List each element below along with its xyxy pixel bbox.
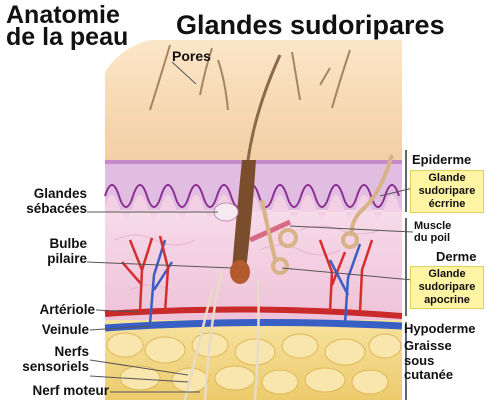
label-motor-nerve: Nerf moteur [32, 383, 109, 398]
diagram-title: Anatomie de la peau [6, 1, 129, 51]
main-hair [246, 54, 282, 161]
label-hypodermis: Hypoderme [404, 321, 476, 336]
title-line-2: de la peau [6, 23, 129, 51]
label-sebaceous-glands: Glandes sébacées [26, 186, 87, 217]
apocrine-duct [260, 199, 278, 263]
label-eccrine-gland: Glande sudoripare écrrine [410, 170, 484, 213]
label-arteriole: Artériole [39, 302, 95, 317]
hair-shafts [149, 44, 351, 111]
skin-surface-area [105, 40, 402, 160]
label-subcutaneous-fat: Graisse sous cutanée [404, 338, 454, 383]
venule-vessel [104, 318, 403, 332]
label-epidermis: Epiderme [412, 152, 472, 167]
label-pores: Pores [172, 48, 211, 64]
label-hair-bulb: Bulbe pilaire [47, 236, 87, 267]
capillary-tree-right [318, 239, 374, 325]
arteriole-vessel [104, 306, 403, 319]
label-venule: Veinule [41, 322, 89, 337]
label-sensory-nerves: Nerfs sensoriels [22, 344, 89, 375]
label-dermis: Derme [436, 249, 477, 264]
diagram-subtitle: Glandes sudoripares [176, 10, 445, 40]
label-apocrine-gland: Glande sudoripare apocrine [410, 266, 484, 309]
hair-follicle [232, 160, 256, 270]
eccrine-duct [349, 154, 394, 237]
title-line-1: Anatomie [6, 1, 120, 29]
leader-lines [86, 61, 414, 393]
nerve-fibers [183, 269, 260, 400]
label-arrector-muscle: Muscle du poil [414, 220, 452, 245]
hair-bulb [230, 260, 250, 284]
